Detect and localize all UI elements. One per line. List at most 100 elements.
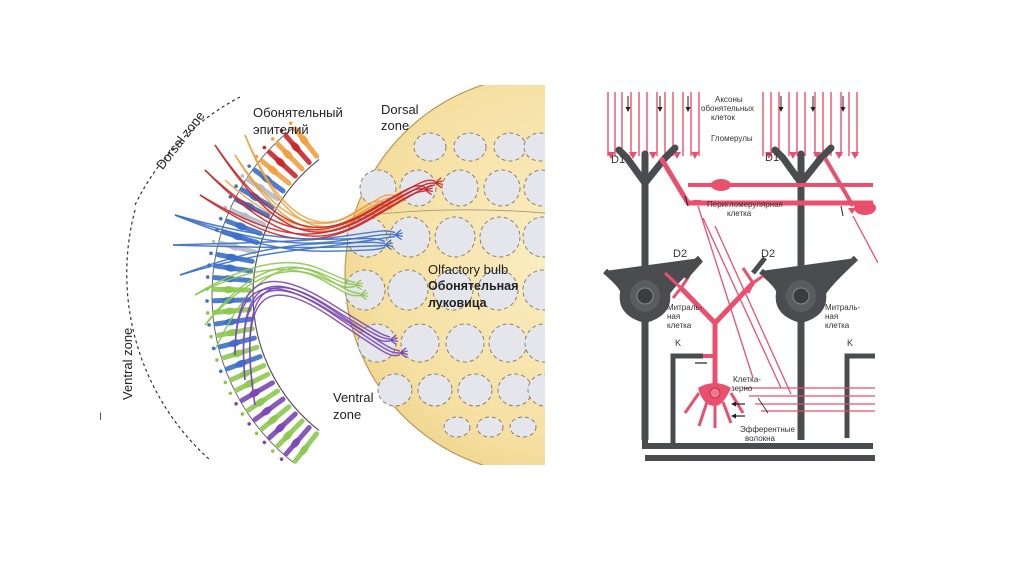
mitral-right-label-line2: ная xyxy=(825,312,839,321)
mitral-primary-dendrite-tuft xyxy=(615,144,679,187)
axon-fiber xyxy=(172,230,396,246)
ventral-zone-arc-label: Ventral zone xyxy=(120,327,135,400)
glomerulus xyxy=(523,169,545,207)
cilia-tip xyxy=(218,216,223,221)
cilia-tip xyxy=(262,145,267,150)
k-left-label: K xyxy=(675,338,682,348)
axon-fiber xyxy=(204,169,436,231)
axon-terminal xyxy=(607,152,615,159)
axon-fiber xyxy=(234,154,396,225)
glomerulus xyxy=(453,132,487,162)
cilia-tip xyxy=(209,251,213,256)
mitral-left-label-line3: клетка xyxy=(667,321,692,330)
periglomerular-process-right xyxy=(823,156,855,208)
signal-arrowhead xyxy=(778,107,784,112)
receptor-cell-body xyxy=(261,406,272,416)
signal-arrowhead xyxy=(657,107,663,112)
receptor-cell-body xyxy=(290,141,301,153)
granule-label-line2: зерно xyxy=(731,384,753,393)
glomerulus xyxy=(522,269,545,311)
axon-terminal xyxy=(359,294,367,301)
glomerulus xyxy=(445,323,485,363)
cilia-tip xyxy=(207,323,211,327)
cilia-tip xyxy=(279,129,284,133)
bulb-dorsal-zone-label-line2: zone xyxy=(381,118,410,133)
cilia-tip xyxy=(211,239,216,244)
receptor-cell-body xyxy=(282,149,293,160)
glomerulus xyxy=(476,416,504,438)
olfactory-bulb-en-label: Olfactory bulb xyxy=(428,262,509,277)
glomerulus xyxy=(493,132,527,162)
efferent-arrowhead xyxy=(731,401,736,407)
axon-terminal xyxy=(389,339,397,346)
signal-arrowhead xyxy=(840,107,846,112)
efferent-label-line1: Эфферентные xyxy=(740,425,795,434)
axons-label-line1: Аксоны xyxy=(715,95,743,104)
axon-fiber xyxy=(242,289,391,381)
mitral-right-label-line1: Митраль- xyxy=(825,303,861,312)
cilia-tip xyxy=(205,311,210,315)
periglomerular-process xyxy=(658,156,873,206)
epithelium-label-line2: эпителий xyxy=(253,122,309,137)
axon-terminal xyxy=(851,152,859,159)
cilia-tip xyxy=(247,164,251,168)
k-collateral-right xyxy=(844,353,875,438)
axon-fiber xyxy=(204,270,356,326)
receptor-cell-body xyxy=(249,388,261,398)
glomerulus xyxy=(488,323,528,363)
axon-fiber xyxy=(204,266,361,326)
axon-terminal xyxy=(789,152,797,159)
axon-terminal xyxy=(765,152,773,159)
diagonal-fiber xyxy=(702,217,782,389)
d2-right-label: D2 xyxy=(761,248,776,260)
glomerulus xyxy=(344,269,386,311)
glomerulus xyxy=(413,132,447,162)
axon-terminal xyxy=(673,152,681,159)
receptor-cell-body xyxy=(275,157,286,167)
receptor-cell-body xyxy=(222,286,235,294)
receptor-cell-body xyxy=(299,134,309,146)
cilia-tip xyxy=(279,457,284,461)
glomerulus xyxy=(527,373,545,407)
axon-terminal xyxy=(399,352,407,359)
glomerulus xyxy=(389,216,431,258)
centrifugal-fiber xyxy=(697,205,754,379)
olfactory-bulb-sphere xyxy=(344,85,545,465)
d1-left-label: D1 xyxy=(611,154,626,166)
axon-fiber xyxy=(234,287,401,356)
axon-fiber xyxy=(194,268,361,297)
receptor-cell-body xyxy=(268,415,279,425)
mitral-nucleus xyxy=(636,287,654,305)
glomeruli-group xyxy=(344,132,545,438)
lateral-olfactory-tract xyxy=(642,440,873,449)
secondary-dendrite-d2-left xyxy=(683,258,703,280)
cilia-tip xyxy=(205,299,209,303)
signal-arrowhead xyxy=(625,107,631,112)
glomerulus xyxy=(457,373,493,407)
cilia-tip xyxy=(240,174,245,178)
glomerulus xyxy=(434,216,476,258)
olfactory-projection-diagram xyxy=(126,85,545,465)
axon-fiber xyxy=(172,244,386,249)
axon-fiber xyxy=(194,261,356,296)
receptor-cell-body xyxy=(226,328,239,337)
glomerulus xyxy=(400,323,440,363)
bulb-dorsal-zone-label-line1: Dorsal xyxy=(381,102,419,117)
fiber-terminal xyxy=(848,208,856,214)
glomerulus xyxy=(523,132,545,162)
mitral-primary-dendrite-tuft xyxy=(771,144,835,187)
cilia-tip xyxy=(223,380,228,385)
glomerulus xyxy=(483,169,521,207)
d2-left-label: D2 xyxy=(673,248,688,260)
granule-label-line1: Клетка- xyxy=(733,375,761,384)
bulb-ventral-zone-label-line1: Ventral xyxy=(333,390,374,405)
secondary-dendrite-d2-right xyxy=(751,256,767,275)
glomerulus xyxy=(477,269,519,311)
receptor-cell-body xyxy=(299,444,309,456)
olfactory-epithelium-bulb-figure: Обонятельный эпителий Dorsal zone Ventra… xyxy=(95,85,550,465)
axon-fiber xyxy=(249,294,401,406)
glomerulus xyxy=(497,373,533,407)
glomerulus xyxy=(479,216,521,258)
axon-terminal xyxy=(384,244,392,251)
efferent-label-line2: волокна xyxy=(745,434,776,443)
